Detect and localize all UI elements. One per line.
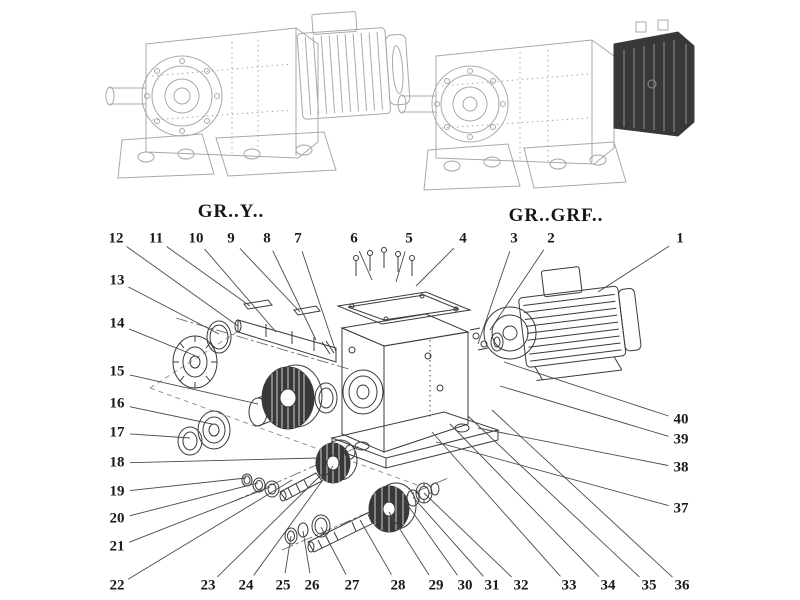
callout-15: 15	[109, 363, 125, 380]
pinion-shaft	[279, 472, 323, 502]
callout-8: 8	[263, 230, 271, 247]
callout-24: 24	[238, 577, 254, 594]
gearmotor-drawing-gr-y	[105, 11, 411, 179]
motor-flange-parts	[469, 327, 504, 352]
input-shaft	[234, 319, 337, 363]
callout-2: 2	[547, 230, 555, 247]
leader-lines	[126, 245, 673, 580]
callout-22: 22	[109, 577, 125, 594]
callout-37: 37	[673, 500, 689, 517]
adapter-block-drawing	[613, 19, 695, 137]
callout-31: 31	[484, 577, 500, 594]
callout-7: 7	[294, 230, 302, 247]
callout-32: 32	[513, 577, 529, 594]
callout-29: 29	[428, 577, 444, 594]
callout-20: 20	[109, 510, 125, 527]
output-gear	[368, 482, 417, 533]
callout-23: 23	[200, 577, 216, 594]
output-rings-right	[406, 482, 440, 507]
gearmotor-drawing-gr-grf	[397, 19, 695, 191]
callout-16: 16	[109, 395, 125, 412]
callout-33: 33	[561, 577, 577, 594]
shaft-keys	[243, 299, 321, 316]
motor-drawing	[296, 11, 411, 120]
title-gr-grf: GR..GRF..	[508, 205, 604, 226]
callout-17: 17	[109, 424, 125, 441]
callout-28: 28	[390, 577, 406, 594]
callout-40: 40	[673, 411, 689, 428]
callout-6: 6	[350, 230, 358, 247]
callout-25: 25	[275, 577, 291, 594]
callout-26: 26	[304, 577, 320, 594]
motor	[483, 266, 642, 381]
callout-30: 30	[457, 577, 473, 594]
callout-5: 5	[405, 230, 413, 247]
callout-14: 14	[109, 315, 125, 332]
callout-10: 10	[188, 230, 204, 247]
callout-38: 38	[673, 459, 689, 476]
callout-4: 4	[459, 230, 467, 247]
callout-9: 9	[227, 230, 235, 247]
bearing-small	[177, 426, 203, 456]
intermediate-gear	[315, 439, 358, 484]
top-cover	[336, 291, 472, 325]
gear-housing	[340, 313, 470, 453]
callout-21: 21	[109, 538, 125, 555]
assembled-units-drawing	[105, 11, 695, 191]
callout-19: 19	[109, 483, 125, 500]
callout-27: 27	[344, 577, 360, 594]
callout-36: 36	[674, 577, 690, 594]
ring-gear-small	[314, 382, 338, 414]
callout-1: 1	[676, 230, 684, 247]
title-gr-y: GR..Y..	[197, 201, 265, 222]
callout-12: 12	[108, 230, 124, 247]
callout-39: 39	[673, 431, 689, 448]
toothed-ring	[172, 335, 218, 389]
cover-bolts	[353, 247, 415, 276]
helical-gear-large	[261, 364, 323, 430]
callout-13: 13	[109, 272, 125, 289]
callout-18: 18	[109, 454, 125, 471]
callout-34: 34	[600, 577, 616, 594]
callout-3: 3	[510, 230, 518, 247]
oil-seal	[206, 320, 232, 354]
output-rings-left	[284, 514, 331, 545]
callout-11: 11	[148, 230, 164, 247]
callout-35: 35	[641, 577, 657, 594]
mounting-base	[330, 411, 500, 469]
bearing-large	[197, 410, 231, 450]
